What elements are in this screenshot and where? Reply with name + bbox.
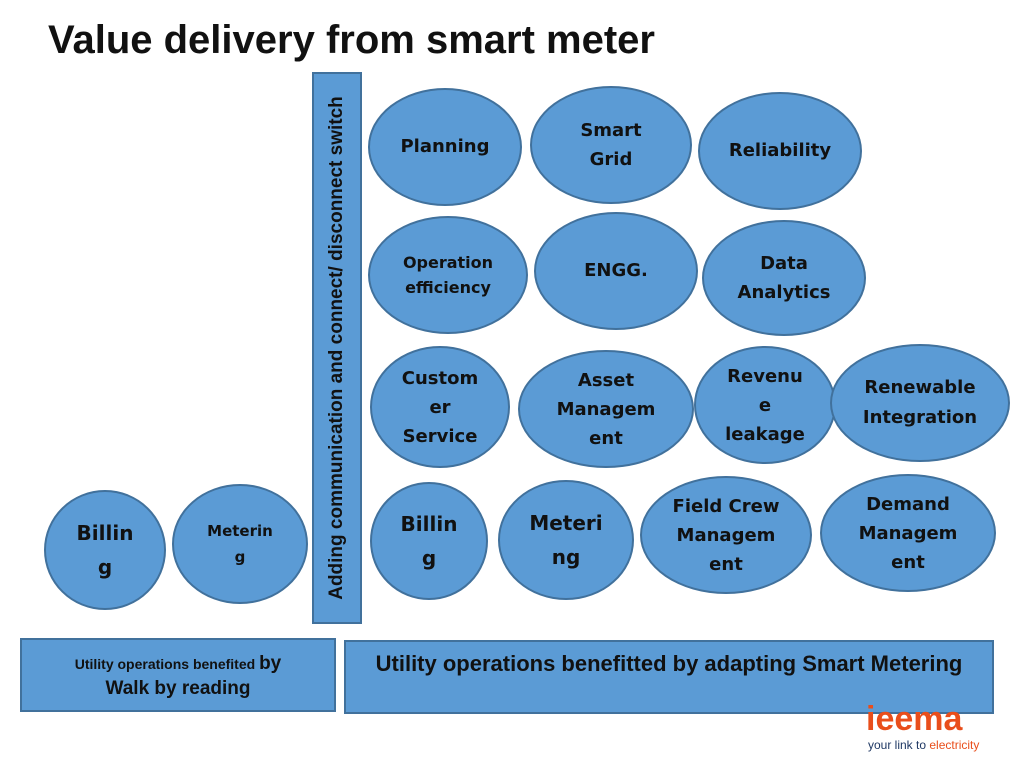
bubble-label: Custom er Service — [401, 367, 479, 447]
bubble-label: Smart Grid — [580, 120, 642, 170]
bubble-label: Demand Managem ent — [858, 493, 958, 573]
bubble-data-analytics: Data Analytics — [702, 220, 866, 336]
bubble-label: Data Analytics — [737, 253, 831, 303]
bubble-reliability: Reliability — [698, 92, 862, 210]
bubble-label: Meteri ng — [529, 511, 603, 569]
bubble-label: ENGG. — [584, 260, 648, 281]
smart-metering-box: Utility operations benefitted by adaptin… — [344, 640, 994, 714]
logo-tagline: your link to electricity — [868, 738, 979, 752]
slide-title: Value delivery from smart meter — [48, 18, 655, 62]
bubble-engg: ENGG. — [534, 212, 698, 330]
bubble-metering-smart: Meteri ng — [498, 480, 634, 600]
bubble-smart-grid: Smart Grid — [530, 86, 692, 204]
walk-by-reading-line2: Walk by reading — [105, 678, 251, 699]
bubble-operation-efficiency: Operation efficiency — [368, 216, 528, 334]
bubble-label: Asset Managem ent — [556, 369, 656, 449]
walk-by-reading-box: Utility operations benefited by Walk by … — [20, 638, 336, 712]
bubble-label: Revenu e leakage — [725, 365, 805, 445]
bubble-field-crew-management: Field Crew Managem ent — [640, 476, 812, 594]
vertical-banner-label: Adding communication and connect/ discon… — [326, 96, 347, 600]
logo-wordmark: ieema — [866, 700, 963, 738]
walk-by-reading-line1: Utility operations benefited by — [22, 652, 334, 676]
ieema-logo: ieema your link to electricity — [866, 702, 1006, 764]
bubble-metering-walkby: Meterin g — [172, 484, 308, 604]
bubble-asset-management: Asset Managem ent — [518, 350, 694, 468]
bubble-billing-smart: Billin g — [370, 482, 488, 600]
bubble-label: Operation efficiency — [402, 253, 494, 297]
bubble-label: Field Crew Managem ent — [672, 495, 780, 575]
bubble-label: Renewable Integration — [862, 377, 978, 428]
bubble-revenue-leakage: Revenu e leakage — [694, 346, 836, 464]
logo-tagline-prefix: your link to — [868, 738, 930, 752]
logo-tagline-highlight: electricity — [929, 738, 980, 752]
bubble-renewable-integration: Renewable Integration — [830, 344, 1010, 462]
walk-by-reading-by: by — [259, 653, 282, 674]
bubble-label: Reliability — [728, 140, 832, 161]
smart-metering-text: Utility operations benefitted by adaptin… — [375, 651, 963, 676]
bubble-label: Billin g — [76, 521, 134, 579]
vertical-banner: Adding communication and connect/ discon… — [312, 72, 362, 624]
bubble-label: Planning — [400, 136, 490, 157]
bubble-label: Billin g — [400, 512, 458, 570]
bubble-planning: Planning — [368, 88, 522, 206]
bubble-label: Meterin g — [207, 522, 273, 566]
bubble-billing-walkby: Billin g — [44, 490, 166, 610]
bubble-demand-management: Demand Managem ent — [820, 474, 996, 592]
bubble-customer-service: Custom er Service — [370, 346, 510, 468]
walk-by-reading-text: Utility operations benefited — [74, 656, 260, 672]
